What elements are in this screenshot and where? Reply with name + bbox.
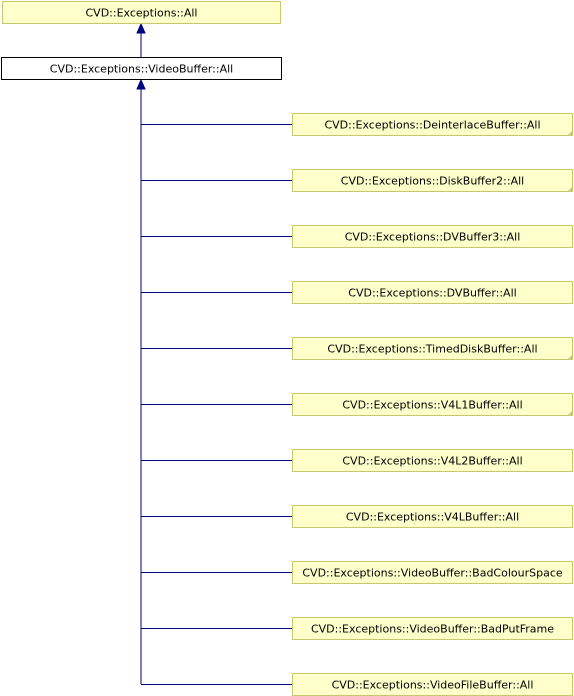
node-base-label: CVD::Exceptions::All bbox=[85, 7, 197, 20]
child-edges bbox=[141, 124, 292, 685]
node-focus-class[interactable]: CVD::Exceptions::VideoBuffer::All bbox=[1, 57, 282, 80]
node-child-box bbox=[292, 561, 573, 584]
node-child[interactable]: CVD::Exceptions::VideoBuffer::BadPutFram… bbox=[292, 617, 573, 640]
node-child[interactable]: CVD::Exceptions::V4L2Buffer::All bbox=[292, 449, 573, 472]
node-child[interactable]: CVD::Exceptions::VideoBuffer::BadColourS… bbox=[292, 561, 573, 584]
node-child-box bbox=[292, 449, 573, 472]
node-focus-label: CVD::Exceptions::VideoBuffer::All bbox=[50, 63, 233, 76]
inheritance-edges bbox=[136, 22, 292, 685]
node-child-label: CVD::Exceptions::VideoBuffer::BadColourS… bbox=[302, 567, 563, 580]
node-child[interactable]: CVD::Exceptions::TimedDiskBuffer::All bbox=[292, 337, 573, 360]
arrowhead-focus bbox=[136, 78, 146, 90]
arrowhead-base bbox=[136, 22, 146, 34]
node-child-box bbox=[292, 617, 573, 640]
node-child[interactable]: CVD::Exceptions::DVBuffer3::All bbox=[292, 225, 573, 248]
node-child-box bbox=[292, 505, 573, 528]
node-child-box bbox=[292, 281, 573, 304]
node-child-label: CVD::Exceptions::DiskBuffer2::All bbox=[341, 175, 524, 188]
node-focus-box bbox=[1, 57, 282, 80]
node-child[interactable]: CVD::Exceptions::VideoFileBuffer::All bbox=[292, 673, 573, 696]
node-child-label: CVD::Exceptions::TimedDiskBuffer::All bbox=[327, 343, 537, 356]
node-child-box bbox=[292, 337, 573, 360]
node-child-label: CVD::Exceptions::V4LBuffer::All bbox=[346, 511, 519, 524]
node-base-class[interactable]: CVD::Exceptions::All bbox=[2, 1, 281, 24]
node-child[interactable]: CVD::Exceptions::V4LBuffer::All bbox=[292, 505, 573, 528]
node-child[interactable]: CVD::Exceptions::DVBuffer::All bbox=[292, 281, 573, 304]
truncation-mark bbox=[567, 410, 573, 416]
node-child-label: CVD::Exceptions::VideoFileBuffer::All bbox=[332, 679, 534, 692]
node-child-label: CVD::Exceptions::DVBuffer3::All bbox=[345, 231, 521, 244]
node-child[interactable]: CVD::Exceptions::DeinterlaceBuffer::All bbox=[292, 113, 573, 136]
node-child-box bbox=[292, 393, 573, 416]
node-child-label: CVD::Exceptions::DeinterlaceBuffer::All bbox=[324, 119, 540, 132]
node-child[interactable]: CVD::Exceptions::V4L1Buffer::All bbox=[292, 393, 573, 416]
node-child-label: CVD::Exceptions::VideoBuffer::BadPutFram… bbox=[311, 623, 554, 636]
node-child-label: CVD::Exceptions::V4L1Buffer::All bbox=[342, 399, 522, 412]
truncation-mark bbox=[567, 130, 573, 136]
truncation-mark bbox=[567, 354, 573, 360]
node-child-label: CVD::Exceptions::DVBuffer::All bbox=[348, 287, 516, 300]
node-child-box bbox=[292, 113, 573, 136]
truncation-mark bbox=[567, 186, 573, 192]
node-child[interactable]: CVD::Exceptions::DiskBuffer2::All bbox=[292, 169, 573, 192]
node-child-box bbox=[292, 169, 573, 192]
node-base-box bbox=[2, 1, 281, 24]
node-child-box bbox=[292, 225, 573, 248]
node-child-label: CVD::Exceptions::V4L2Buffer::All bbox=[342, 455, 522, 468]
